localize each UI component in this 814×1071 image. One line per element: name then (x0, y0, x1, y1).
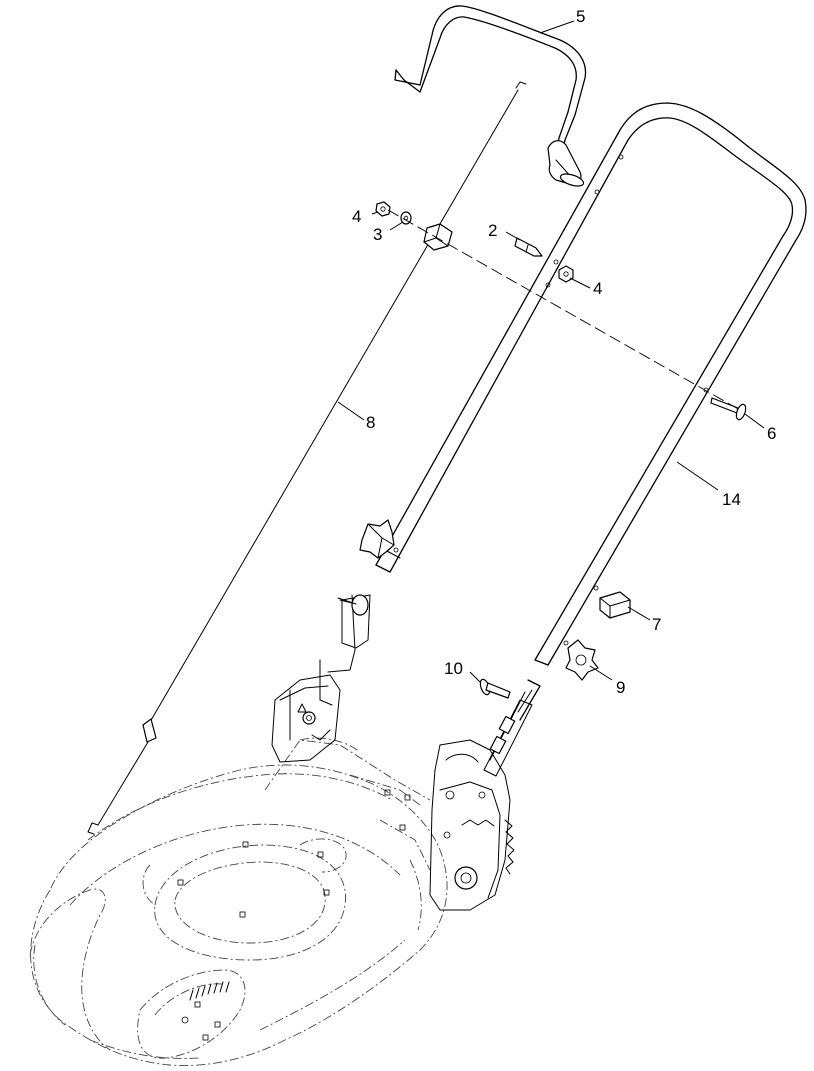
control-bail (394, 5, 587, 187)
left-pivot-bracket (271, 594, 371, 763)
alignment-axis (387, 209, 741, 411)
mower-deck (29, 737, 448, 1066)
callout-5: 5 (576, 7, 585, 26)
callout-3: 3 (373, 225, 382, 244)
cable-clip-2 (514, 237, 543, 257)
hex-nut-4-left (375, 201, 391, 217)
callout-8: 8 (366, 413, 375, 432)
lower-handle-tube (517, 679, 541, 721)
spacer-7 (599, 591, 631, 619)
callout-9: 9 (616, 678, 625, 697)
callouts: 5 4 3 2 4 8 6 14 7 10 9 (352, 7, 776, 697)
washer-3 (400, 211, 412, 225)
callout-14: 14 (722, 490, 741, 509)
callout-2: 2 (488, 221, 497, 240)
control-cable (87, 81, 527, 835)
callout-6: 6 (767, 424, 776, 443)
leader-lines (337, 20, 765, 683)
knob-upper-left (359, 519, 395, 559)
callout-4b: 4 (593, 279, 602, 298)
hex-nut-4-right (558, 265, 574, 283)
knob-9 (565, 639, 599, 681)
upper-handle (375, 102, 807, 666)
carriage-bolt-6 (710, 397, 747, 421)
callout-4a: 4 (352, 207, 361, 226)
cable-clamp (423, 223, 453, 251)
callout-10: 10 (444, 659, 463, 678)
callout-7: 7 (652, 615, 661, 634)
bolt-10 (479, 678, 511, 699)
right-pivot-bracket (429, 691, 533, 911)
